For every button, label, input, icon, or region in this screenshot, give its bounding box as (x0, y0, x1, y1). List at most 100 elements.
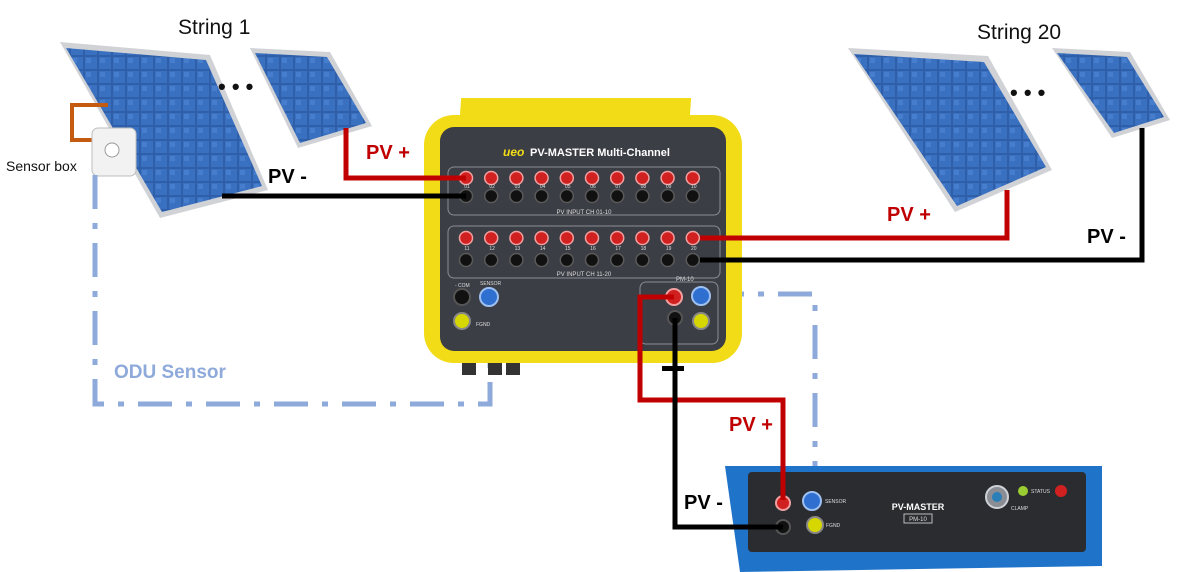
channel-plus-terminal (458, 230, 474, 246)
label-pv-plus-pm10: PV + (729, 414, 773, 436)
channel-plus-terminal (584, 170, 600, 186)
channel-number: 04 (540, 184, 546, 190)
channel-number: 16 (590, 246, 596, 252)
device-brand: ueo (503, 145, 524, 159)
channel-minus-terminal (635, 252, 650, 268)
channel-minus-terminal (559, 188, 575, 204)
wire-pv-plus-string1 (343, 128, 466, 181)
channel-minus-terminal (509, 188, 524, 204)
channel-minus-terminal (685, 188, 701, 204)
wire-pv-plus-to-pm10 (637, 294, 786, 500)
channel-minus-terminal (559, 252, 575, 268)
channel-number: 19 (666, 246, 672, 252)
channel-plus-terminal (685, 170, 701, 186)
solar-panel-string20-a (848, 48, 1052, 212)
group1-label: PV INPUT CH 01-10 (557, 210, 613, 216)
channel-number: 14 (540, 246, 546, 252)
channel-number: 02 (489, 184, 495, 190)
pm10-clamp-label: CLAMP (1011, 506, 1029, 512)
fgnd-label: FGND (476, 322, 491, 328)
channel-number: 18 (641, 246, 647, 252)
label-sensor-box: Sensor box (6, 158, 77, 174)
channel-number: 09 (666, 184, 672, 190)
solar-panel-string20-b (1052, 48, 1170, 138)
channel-number: 10 (691, 184, 697, 190)
channel-number: 01 (464, 184, 470, 190)
channel-number: 06 (590, 184, 596, 190)
channel-plus-terminal (635, 230, 650, 246)
channel-plus-terminal (483, 230, 499, 246)
channel-number: 20 (691, 246, 697, 252)
channel-minus-terminal (660, 252, 675, 268)
pm10-sensor-cable (710, 291, 818, 475)
channel-plus-terminal (534, 170, 549, 186)
channel-plus-terminal (660, 170, 675, 186)
channel-minus-terminal (534, 252, 549, 268)
channel-minus-terminal (483, 188, 499, 204)
label-odu-sensor: ODU Sensor (114, 362, 226, 383)
channel-number: 17 (615, 246, 621, 252)
sensor-box (70, 103, 137, 177)
label-pv-plus-string20: PV + (887, 204, 931, 226)
pm10-status-label: STATUS (1031, 489, 1051, 495)
solar-panel-string1-b (250, 48, 372, 148)
label-pv-minus-pm10: PV - (684, 492, 723, 514)
group2-label: PV INPUT CH 11-20 (557, 272, 612, 278)
wire-clip (662, 366, 684, 371)
channel-number: 15 (565, 246, 571, 252)
device-title: PV-MASTER Multi-Channel (530, 147, 670, 159)
channel-plus-terminal (685, 230, 701, 246)
channel-plus-terminal (609, 170, 625, 186)
pm10-sensor-label: SENSOR (825, 499, 847, 505)
channel-plus-terminal (559, 230, 575, 246)
channel-minus-terminal (584, 188, 600, 204)
pm10-title: PV-MASTER (892, 502, 945, 512)
channel-minus-terminal (584, 252, 600, 268)
channel-plus-terminal (559, 170, 575, 186)
channel-plus-terminal (483, 170, 499, 186)
channel-minus-terminal (534, 188, 549, 204)
label-string-20: String 20 (977, 21, 1062, 44)
pm-label: PM-10 (676, 277, 694, 283)
sensor-port-label: SENSOR (480, 281, 502, 287)
channel-number: 05 (565, 184, 571, 190)
wire-pv-minus-string20 (700, 128, 1145, 263)
channel-number: 13 (515, 246, 521, 252)
channel-plus-terminal (509, 170, 524, 186)
channel-number: 07 (615, 184, 621, 190)
channel-minus-terminal (609, 188, 625, 204)
channel-minus-terminal (509, 252, 524, 268)
channel-plus-terminal (509, 230, 524, 246)
channel-plus-terminal (660, 230, 675, 246)
odu-sensor-cable (92, 175, 493, 407)
channel-number: 12 (489, 246, 495, 252)
com-label: - COM (455, 283, 470, 289)
channel-minus-terminal (635, 188, 650, 204)
pm10-device (725, 466, 1102, 572)
wire-pv-plus-string20 (700, 190, 1010, 241)
channel-plus-terminal (609, 230, 625, 246)
label-pv-minus-string1: PV - (268, 166, 307, 188)
channel-minus-terminal (660, 188, 675, 204)
channel-minus-terminal (685, 252, 701, 268)
channel-plus-terminal (534, 230, 549, 246)
label-pv-minus-string20: PV - (1087, 226, 1126, 248)
channel-plus-terminal (584, 230, 600, 246)
channel-minus-terminal (458, 252, 474, 268)
wire-pv-minus-to-pm10 (672, 318, 783, 530)
ellipsis-string-20: • • • (1010, 80, 1046, 105)
channel-minus-terminal (483, 252, 499, 268)
channel-row-bottom: 11 12 13 14 15 16 17 18 19 20 (458, 230, 701, 268)
multichannel-aux-ports (453, 286, 711, 330)
pm10-fgnd-label: FGND (826, 523, 841, 529)
solar-panel-string1-a (60, 42, 268, 218)
label-string-1: String 1 (178, 16, 251, 39)
channel-number: 03 (515, 184, 521, 190)
label-pv-plus-string1: PV + (366, 142, 410, 164)
ellipsis-string-1: • • • (218, 74, 254, 99)
channel-number: 08 (641, 184, 647, 190)
channel-number: 11 (464, 246, 469, 252)
channel-minus-terminal (609, 252, 625, 268)
channel-plus-terminal (635, 170, 650, 186)
